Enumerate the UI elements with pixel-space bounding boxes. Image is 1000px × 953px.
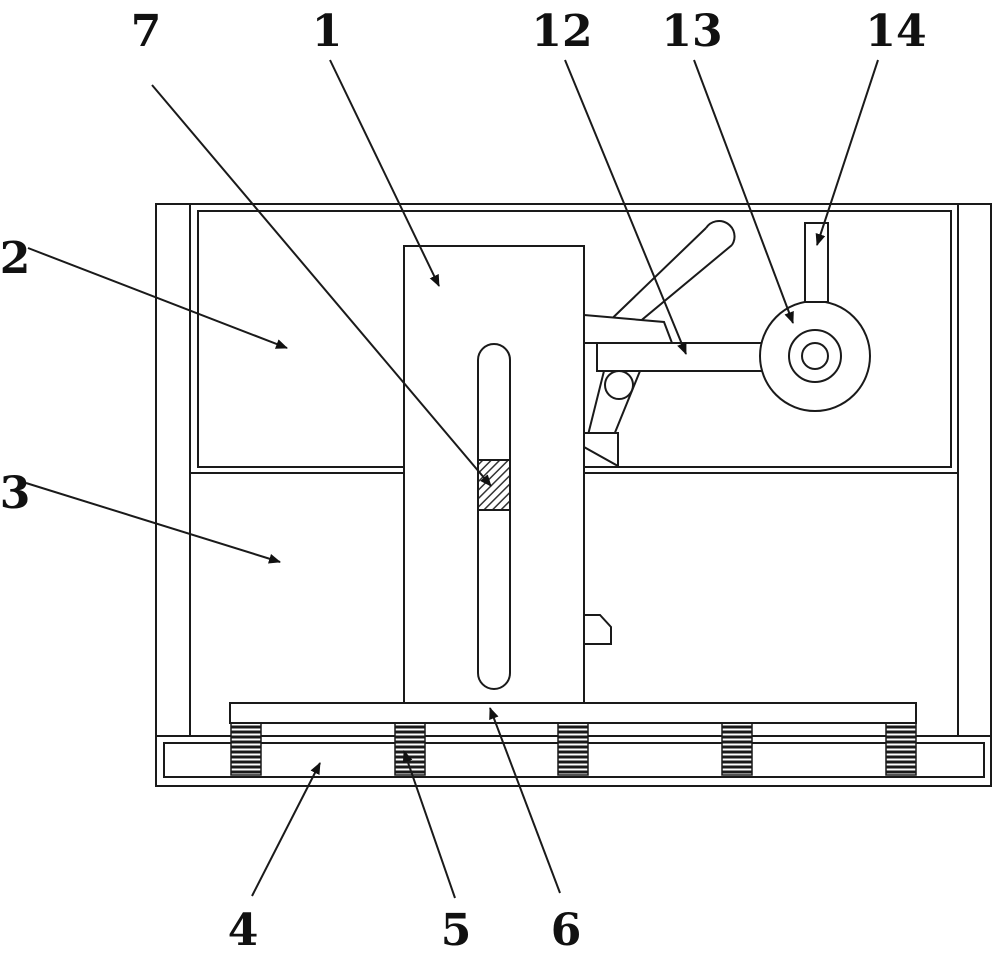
label-5: 5 xyxy=(441,905,472,953)
spring xyxy=(231,723,261,775)
support-plate xyxy=(230,703,916,723)
label-7: 7 xyxy=(131,6,162,57)
label-13: 13 xyxy=(661,6,722,57)
spring xyxy=(886,723,916,775)
side-bracket xyxy=(584,615,611,644)
support-post xyxy=(805,223,828,302)
slider-block xyxy=(478,460,510,510)
label-14: 14 xyxy=(865,6,926,57)
label-4: 4 xyxy=(228,905,259,953)
label-3: 3 xyxy=(0,468,30,519)
spring xyxy=(558,723,588,775)
spring xyxy=(722,723,752,775)
label-2: 2 xyxy=(0,233,30,284)
label-6: 6 xyxy=(551,905,582,953)
label-1: 1 xyxy=(312,6,343,57)
springs xyxy=(231,723,916,775)
linkage xyxy=(584,221,763,466)
wheel xyxy=(760,301,870,411)
label-12: 12 xyxy=(531,6,592,57)
